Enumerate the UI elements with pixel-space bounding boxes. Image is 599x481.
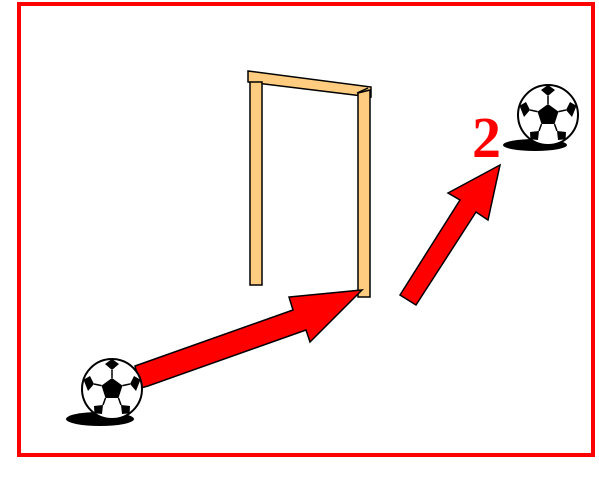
ball-start: [66, 359, 142, 426]
goal-crossbar: [248, 71, 371, 97]
soccer-ball-icon: [518, 85, 578, 145]
goal-post: [248, 71, 371, 297]
soccer-ball-icon: [82, 359, 142, 419]
ball-target: [503, 85, 578, 151]
pass-arrow-1: [135, 290, 362, 388]
step-number-label: 2: [472, 105, 501, 170]
pass-arrow-2: [400, 165, 500, 305]
goal-right-post: [358, 90, 370, 297]
goal-left-post: [250, 82, 262, 285]
